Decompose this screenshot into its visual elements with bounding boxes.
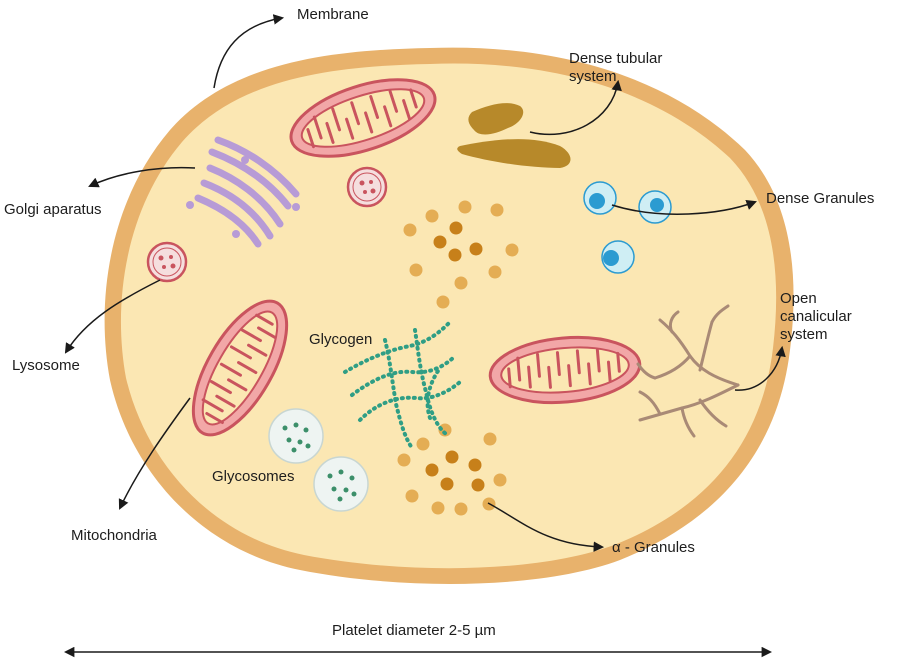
platelet-diameter-label: Platelet diameter 2-5 µm <box>332 622 496 640</box>
mitochondria-label: Mitochondria <box>71 527 157 545</box>
open-canalicular-system-label: Open canalicular system <box>780 290 852 344</box>
dense-tubular-system-label: Dense tubular system <box>569 50 662 86</box>
lysosome-label: Lysosome <box>12 357 80 375</box>
dense-granules-label: Dense Granules <box>766 190 874 208</box>
glycosomes-label: Glycosomes <box>212 468 295 486</box>
glycosome-organelle-1 <box>269 409 323 463</box>
membrane-label: Membrane <box>297 6 369 24</box>
lysosome-organelle-1 <box>348 168 386 206</box>
lysosome-organelle-2 <box>148 243 186 281</box>
glycosome-organelle-2 <box>314 457 368 511</box>
golgi-apparatus-label: Golgi aparatus <box>4 201 102 219</box>
glycogen-label: Glycogen <box>309 331 372 349</box>
alpha-granules-label: α - Granules <box>612 539 695 557</box>
